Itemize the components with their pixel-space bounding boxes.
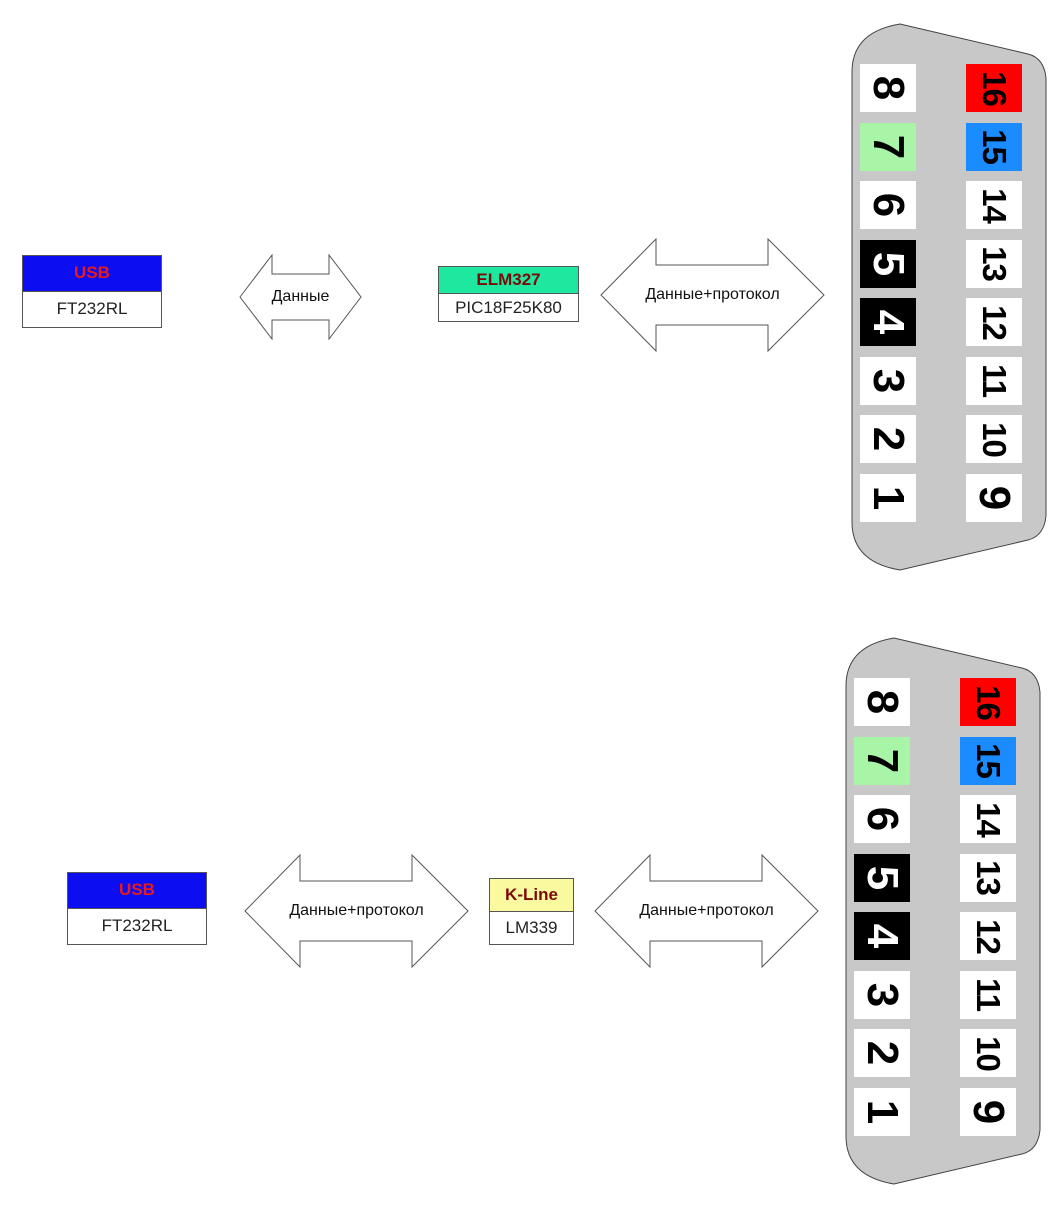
pin-4: 4	[860, 298, 916, 346]
pin-14: 14	[960, 795, 1016, 843]
pin-number: 1	[863, 485, 913, 510]
pin-6: 6	[860, 181, 916, 229]
pin-7: 7	[854, 736, 910, 785]
pin-number: 9	[963, 1099, 1013, 1124]
pin-13: 13	[960, 853, 1016, 902]
elm327-chip: ELM327 PIC18F25K80	[438, 266, 579, 322]
pin-number: 11	[975, 364, 1013, 397]
chip-label: ELM327	[439, 267, 578, 294]
pin-number: 6	[857, 806, 907, 832]
pin-5: 5	[860, 239, 916, 288]
pin-7: 7	[860, 122, 916, 171]
usb-chip: USB FT232RL	[67, 872, 207, 945]
pin-number: 13	[969, 860, 1007, 895]
pin-number: 12	[969, 918, 1007, 954]
arrow-label: Данные+протокол	[289, 902, 424, 919]
pin-12: 12	[960, 912, 1016, 960]
pin-11: 11	[966, 356, 1022, 405]
pin-number: 14	[969, 801, 1007, 837]
pin-number: 4	[863, 309, 913, 335]
obd2-connector: 8 7 6 5 4 3 2 1 16 15 14 13 12 11 10 9	[842, 636, 1050, 1186]
pin-number: 13	[975, 246, 1013, 281]
diagram-elm327: USB FT232RL Данные ELM327 PIC18F25K80 Да…	[0, 0, 1059, 600]
pin-3: 3	[860, 356, 916, 405]
pin-6: 6	[854, 795, 910, 843]
pin-number: 7	[863, 134, 913, 159]
pin-12: 12	[966, 298, 1022, 346]
pin-3: 3	[854, 970, 910, 1019]
double-arrow-icon	[594, 854, 819, 968]
pin-number: 5	[857, 865, 907, 890]
pin-10: 10	[966, 415, 1022, 463]
obd2-connector: 8 7 6 5 4 3 2 1 16 15 14 13 12 11 10 9	[848, 22, 1056, 572]
pin-8: 8	[854, 678, 910, 726]
usb-label: USB	[23, 256, 161, 292]
pin-number: 2	[863, 426, 913, 452]
chip-label: K-Line	[490, 879, 573, 912]
double-arrow-icon	[244, 854, 469, 968]
pin-15: 15	[960, 736, 1016, 785]
pin-10: 10	[960, 1029, 1016, 1077]
pin-5: 5	[854, 853, 910, 902]
pin-number: 2	[857, 1040, 907, 1066]
pin-8: 8	[860, 64, 916, 112]
data-arrow: Данные	[239, 254, 362, 340]
pin-1: 1	[854, 1087, 910, 1136]
pin-number: 16	[969, 684, 1007, 720]
pin-number: 16	[975, 70, 1013, 106]
usb-chip-name: FT232RL	[56, 299, 128, 319]
pin-2: 2	[854, 1029, 910, 1077]
pin-number: 9	[969, 485, 1019, 510]
kline-chip: K-Line LM339	[489, 878, 574, 945]
pin-14: 14	[966, 181, 1022, 229]
double-arrow-icon	[600, 238, 825, 352]
arrow-label: Данные+протокол	[645, 286, 780, 303]
pin-number: 5	[863, 251, 913, 276]
pin-number: 4	[857, 923, 907, 949]
pin-number: 15	[969, 743, 1007, 778]
data-protocol-arrow: Данные+протокол	[600, 238, 825, 352]
double-arrow-icon	[239, 254, 362, 340]
pin-16: 16	[966, 64, 1022, 112]
usb-chip: USB FT232RL	[22, 255, 162, 328]
pin-number: 6	[863, 192, 913, 218]
pin-1: 1	[860, 473, 916, 522]
pin-4: 4	[854, 912, 910, 960]
pin-number: 3	[863, 368, 913, 393]
pin-9: 9	[960, 1087, 1016, 1136]
arrow-label: Данные+протокол	[639, 902, 774, 919]
usb-label: USB	[68, 873, 206, 909]
pin-number: 12	[975, 304, 1013, 340]
chip-part-number: PIC18F25K80	[455, 297, 562, 317]
chip-part-number: LM339	[505, 917, 558, 937]
pin-number: 15	[975, 129, 1013, 164]
pin-number: 14	[975, 187, 1013, 223]
arrow-label: Данные	[271, 288, 330, 305]
data-protocol-arrow: Данные+протокол	[244, 854, 469, 968]
pin-number: 8	[863, 75, 913, 101]
pin-number: 10	[975, 421, 1013, 457]
diagram-kline: USB FT232RL Данные+протокол K-Line LM339…	[0, 616, 1059, 1216]
pin-2: 2	[860, 415, 916, 463]
pin-16: 16	[960, 678, 1016, 726]
pin-number: 11	[969, 978, 1007, 1011]
pin-15: 15	[966, 122, 1022, 171]
pin-number: 1	[857, 1099, 907, 1124]
data-protocol-arrow: Данные+протокол	[594, 854, 819, 968]
pin-11: 11	[960, 970, 1016, 1019]
pin-number: 8	[857, 689, 907, 715]
pin-number: 10	[969, 1035, 1007, 1071]
pin-number: 3	[857, 982, 907, 1007]
pin-13: 13	[966, 239, 1022, 288]
pin-number: 7	[857, 748, 907, 773]
usb-chip-name: FT232RL	[101, 916, 173, 936]
pin-9: 9	[966, 473, 1022, 522]
